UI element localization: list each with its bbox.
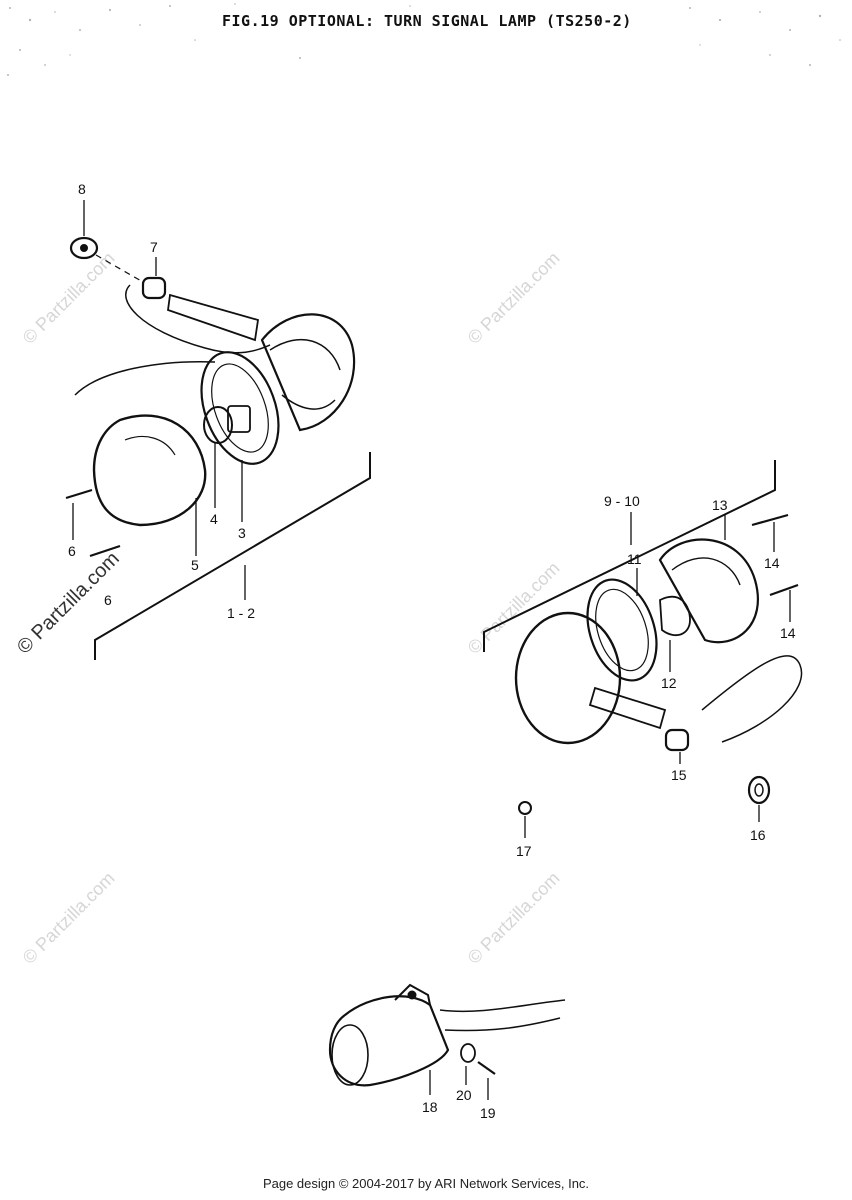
stem [588, 686, 667, 730]
lens-9-10 [514, 611, 622, 745]
callout-14: 14 [780, 625, 796, 641]
flasher-relay-assembly [328, 983, 566, 1100]
callout-9-10: 9 - 10 [604, 493, 640, 509]
relay-18 [328, 995, 450, 1087]
bracket-1-2 [94, 452, 371, 660]
watermark: © Partzilla.com [464, 558, 564, 658]
callout-8: 8 [78, 181, 86, 197]
lead-wire [125, 284, 271, 354]
bulb-4 [203, 406, 233, 444]
callout-20: 20 [456, 1087, 472, 1103]
callout-12: 12 [661, 675, 677, 691]
lens-5 [92, 414, 207, 527]
left-turn-signal-assembly [65, 200, 371, 660]
callout-7: 7 [150, 239, 158, 255]
callout-6: 6 [68, 543, 76, 559]
callout-14: 14 [764, 555, 780, 571]
nut-7 [141, 276, 167, 300]
callout-18: 18 [422, 1099, 438, 1115]
lamp-housing [260, 313, 356, 432]
callout-6: 6 [104, 592, 112, 608]
callout-17: 17 [516, 843, 532, 859]
callout-19: 19 [480, 1105, 496, 1121]
bolt-19 [477, 1061, 496, 1075]
gasket-3 [200, 351, 280, 465]
screw-14 [769, 583, 799, 597]
screw-6 [65, 488, 93, 500]
callout-16: 16 [750, 827, 766, 843]
callout-3: 3 [238, 525, 246, 541]
callout-1-2: 1 - 2 [227, 605, 255, 621]
washer-20 [460, 1043, 476, 1063]
right-turn-signal-assembly [483, 460, 803, 838]
watermark: © Partzilla.com [464, 868, 564, 968]
watermark: © Partzilla.com [464, 248, 564, 348]
nut-17 [518, 801, 532, 815]
housing-13 [658, 538, 759, 644]
lamp-stem [167, 293, 260, 342]
callout-11: 11 [627, 551, 642, 567]
washer-8 [69, 236, 99, 260]
watermark: © Partzilla.com [19, 868, 119, 968]
bracket-9-10 [483, 460, 776, 652]
lead-wire [701, 655, 803, 743]
washer-16 [747, 775, 771, 805]
lead-wire [74, 361, 216, 396]
relay-wire [444, 1017, 561, 1032]
screw-14 [751, 513, 789, 527]
nut-15 [664, 728, 690, 752]
page-footer-copyright: Page design © 2004-2017 by ARI Network S… [262, 1176, 590, 1191]
callout-5: 5 [191, 557, 199, 573]
gasket-11 [586, 578, 658, 682]
figure-title: FIG.19 OPTIONAL: TURN SIGNAL LAMP (TS250… [222, 12, 632, 30]
bulb-12 [659, 595, 691, 637]
relay-wire [439, 999, 566, 1013]
watermarks: © Partzilla.com © Partzilla.com © Partzi… [13, 248, 564, 968]
callout-15: 15 [671, 767, 687, 783]
watermark: © Partzilla.com [19, 248, 119, 348]
callout-13: 13 [712, 497, 728, 513]
callout-labels: 8 7 6 6 5 4 3 1 - 2 9 - 10 11 13 14 14 1… [68, 181, 796, 1121]
callout-4: 4 [210, 511, 218, 527]
screw-6 [89, 544, 121, 558]
